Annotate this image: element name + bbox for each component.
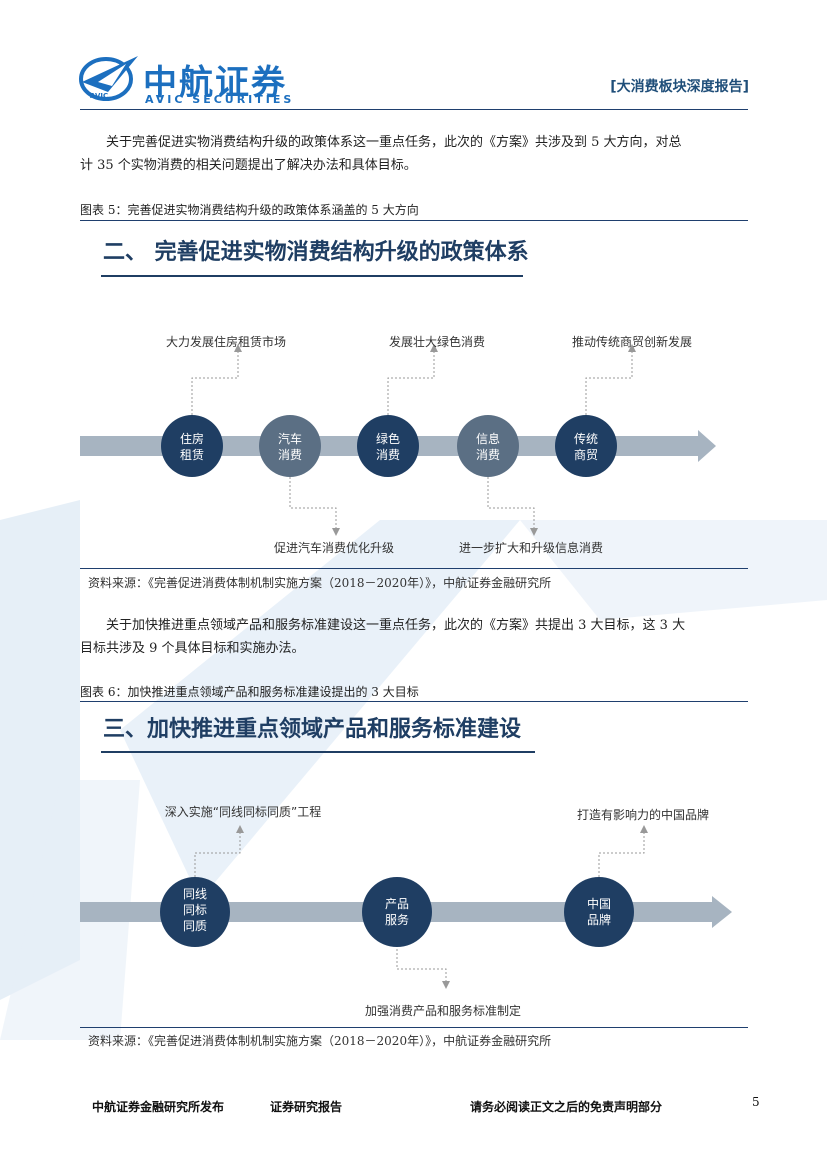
connector-top-1	[195, 831, 240, 877]
figure-5-bottom-rule	[80, 568, 748, 569]
connector-top-2	[599, 831, 644, 877]
svg-text:商贸: 商贸	[574, 447, 598, 462]
figure-6-title-underline	[101, 751, 535, 753]
node-traditional-commerce: 传统 商贸	[555, 415, 617, 477]
figure-5-diagram: 住房 租赁 汽车 消费 绿色 消费 信息 消费 传统 商贸 大力发展住房租赁市场…	[0, 320, 827, 570]
svg-text:住房: 住房	[180, 431, 204, 446]
paragraph-2-line-2: 目标共涉及 9 个具体目标和实施办法。	[80, 637, 748, 660]
brand-name-english: AVIC SECURITIES	[145, 93, 294, 106]
svg-text:信息: 信息	[476, 431, 500, 446]
connector-top-1	[192, 350, 238, 415]
svg-text:同质: 同质	[183, 919, 207, 933]
node-auto-consumption: 汽车 消费	[259, 415, 321, 477]
svg-text:同线: 同线	[183, 887, 207, 901]
avic-logo-icon: AVIC	[78, 52, 140, 102]
report-tag: [大消费板块深度报告]	[610, 76, 749, 96]
figure-6-top-rule	[80, 701, 748, 702]
figure-6-caption: 图表 6：加快推进重点领域产品和服务标准建设提出的 3 大目标	[80, 683, 419, 700]
node-housing-rental: 住房 租赁	[161, 415, 223, 477]
figure-5-top-rule	[80, 220, 748, 221]
svg-text:绿色: 绿色	[376, 431, 400, 446]
connector-bottom-2	[488, 477, 534, 530]
svg-text:品牌: 品牌	[587, 913, 611, 927]
paragraph-2: 关于加快推进重点领域产品和服务标准建设这一重点任务，此次的《方案》共提出 3 大…	[80, 614, 748, 660]
node-green-consumption: 绿色 消费	[357, 415, 419, 477]
figure-5-title: 二、 完善促进实物消费结构升级的政策体系	[103, 234, 529, 266]
svg-text:消费: 消费	[376, 448, 400, 462]
logo-mark-text: AVIC	[90, 92, 108, 100]
svg-text:服务: 服务	[385, 912, 409, 927]
svg-text:消费: 消费	[476, 448, 500, 462]
connector-top-2	[388, 350, 434, 415]
svg-text:传统: 传统	[574, 431, 598, 446]
figure-5-source: 资料来源：《完善促进消费体制机制实施方案（2018－2020年）》，中航证券金融…	[88, 574, 551, 591]
label-bottom-1: 加强消费产品和服务标准制定	[365, 1003, 521, 1018]
svg-text:中国: 中国	[587, 896, 611, 911]
svg-text:同标: 同标	[183, 903, 207, 917]
node-same-line-same-standard: 同线 同标 同质	[160, 877, 230, 947]
footer-report-type: 证券研究报告	[270, 1098, 342, 1115]
paragraph-1: 关于完善促进实物消费结构升级的政策体系这一重点任务，此次的《方案》共涉及到 5 …	[80, 131, 748, 177]
figure-5-caption: 图表 5：完善促进实物消费结构升级的政策体系涵盖的 5 大方向	[80, 201, 419, 218]
node-information-consumption: 信息 消费	[457, 415, 519, 477]
figure-6-bottom-rule	[80, 1027, 748, 1028]
node-product-service: 产品 服务	[362, 877, 432, 947]
svg-text:汽车: 汽车	[278, 431, 302, 446]
label-top-1: 深入实施“同线同标同质”工程	[165, 804, 321, 819]
footer-publisher: 中航证券金融研究所发布	[92, 1098, 224, 1115]
page-number: 5	[752, 1095, 760, 1109]
footer-disclaimer-notice: 请务必阅读正文之后的免责声明部分	[470, 1098, 662, 1115]
figure-5-title-underline	[101, 275, 523, 277]
label-top-1: 大力发展住房租赁市场	[166, 334, 286, 349]
svg-text:产品: 产品	[385, 897, 409, 911]
connector-top-3	[586, 350, 632, 415]
label-bottom-2: 进一步扩大和升级信息消费	[459, 540, 603, 555]
svg-text:消费: 消费	[278, 448, 302, 462]
label-top-3: 推动传统商贸创新发展	[572, 334, 692, 349]
figure-6-source: 资料来源：《完善促进消费体制机制实施方案（2018－2020年）》，中航证券金融…	[88, 1032, 551, 1049]
figure-6-title: 三、加快推进重点领域产品和服务标准建设	[103, 711, 521, 743]
connector-bottom-1	[397, 945, 446, 983]
svg-text:租赁: 租赁	[180, 448, 204, 462]
node-china-brand: 中国 品牌	[564, 877, 634, 947]
label-top-2: 打造有影响力的中国品牌	[577, 807, 709, 822]
header-rule	[80, 109, 748, 110]
paragraph-1-line-1: 关于完善促进实物消费结构升级的政策体系这一重点任务，此次的《方案》共涉及到 5 …	[80, 131, 748, 154]
label-bottom-1: 促进汽车消费优化升级	[274, 540, 394, 555]
paragraph-1-line-2: 计 35 个实物消费的相关问题提出了解决办法和具体目标。	[80, 154, 748, 177]
connector-bottom-1	[290, 477, 336, 530]
label-top-2: 发展壮大绿色消费	[389, 334, 485, 349]
figure-6-diagram: 同线 同标 同质 产品 服务 中国 品牌 深入实施“同线同标同质”工程 打造有影…	[0, 795, 827, 1025]
paragraph-2-line-1: 关于加快推进重点领域产品和服务标准建设这一重点任务，此次的《方案》共提出 3 大…	[80, 614, 748, 637]
